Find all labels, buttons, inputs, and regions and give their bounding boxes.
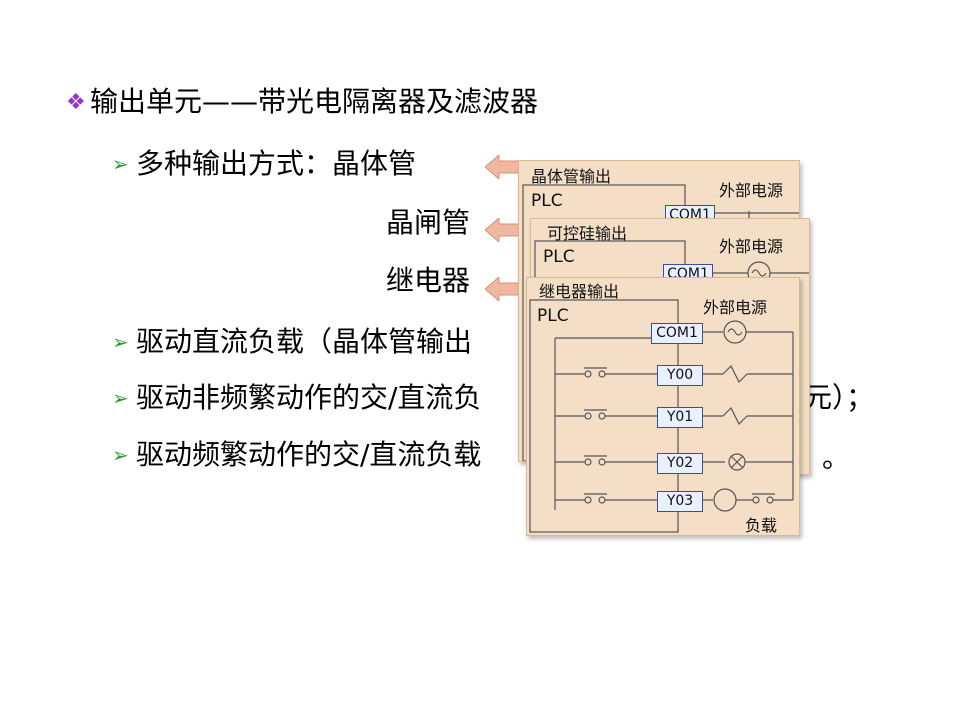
output-terminal-y01: Y01 bbox=[657, 407, 703, 428]
triangle-arrow-bullet-icon: ➢ bbox=[112, 152, 129, 176]
output-type-relay: 继电器 bbox=[386, 263, 470, 299]
external-power-label: 外部电源 bbox=[703, 298, 768, 317]
diagram-card-relay: 继电器输出 外部电源 PLC COM1 Y00 Y01 Y02 Y03 负载 bbox=[526, 277, 800, 536]
external-power-label: 外部电源 bbox=[719, 237, 784, 256]
heading-line: ❖输出单元——带光电隔离器及滤波器 bbox=[66, 84, 538, 121]
card-title: 继电器输出 bbox=[539, 282, 620, 301]
triangle-arrow-bullet-icon: ➢ bbox=[112, 330, 129, 354]
card-title: 可控硅输出 bbox=[547, 224, 628, 243]
bullet-text: 驱动非频繁动作的交/直流负 bbox=[136, 381, 482, 414]
bullet-text: 驱动频繁动作的交/直流负载 bbox=[136, 438, 482, 471]
triangle-arrow-bullet-icon: ➢ bbox=[112, 386, 129, 410]
tail-text: 。 bbox=[822, 441, 851, 474]
bullet-text: 多种输出方式：晶体管 bbox=[136, 147, 417, 180]
com-terminal: COM1 bbox=[651, 323, 703, 344]
bullet-infrequent-load: ➢ 驱动非频繁动作的交/直流负 bbox=[112, 380, 481, 416]
card-title: 晶体管输出 bbox=[531, 167, 612, 186]
load-label: 负载 bbox=[745, 516, 778, 535]
tail-fragment-1: 元）； bbox=[804, 380, 874, 416]
bullet-frequent-load: ➢ 驱动频繁动作的交/直流负载 bbox=[112, 437, 481, 473]
plc-label: PLC bbox=[537, 306, 569, 326]
bullet-dc-load: ➢ 驱动直流负载（晶体管输出 bbox=[112, 324, 472, 360]
output-terminal-y03: Y03 bbox=[657, 491, 703, 512]
tail-fragment-2: 。 bbox=[822, 440, 850, 476]
plc-label: PLC bbox=[531, 191, 563, 211]
bullet-text: 晶闸管 bbox=[386, 206, 471, 239]
bullet-text: 继电器 bbox=[386, 264, 471, 297]
output-terminal-y00: Y00 bbox=[657, 365, 703, 386]
bullet-output-types: ➢ 多种输出方式：晶体管 bbox=[112, 146, 416, 182]
bullet-text: 驱动直流负载（晶体管输出 bbox=[136, 325, 473, 358]
tail-text: 元）； bbox=[804, 381, 875, 414]
external-power-label: 外部电源 bbox=[719, 181, 784, 200]
output-terminal-y02: Y02 bbox=[657, 453, 703, 474]
plc-label: PLC bbox=[543, 247, 575, 267]
output-type-thyristor: 晶闸管 bbox=[386, 205, 470, 241]
slide-heading: 输出单元——带光电隔离器及滤波器 bbox=[90, 85, 539, 118]
diamond-four-bullet-icon: ❖ bbox=[66, 90, 86, 115]
triangle-arrow-bullet-icon: ➢ bbox=[112, 443, 129, 467]
